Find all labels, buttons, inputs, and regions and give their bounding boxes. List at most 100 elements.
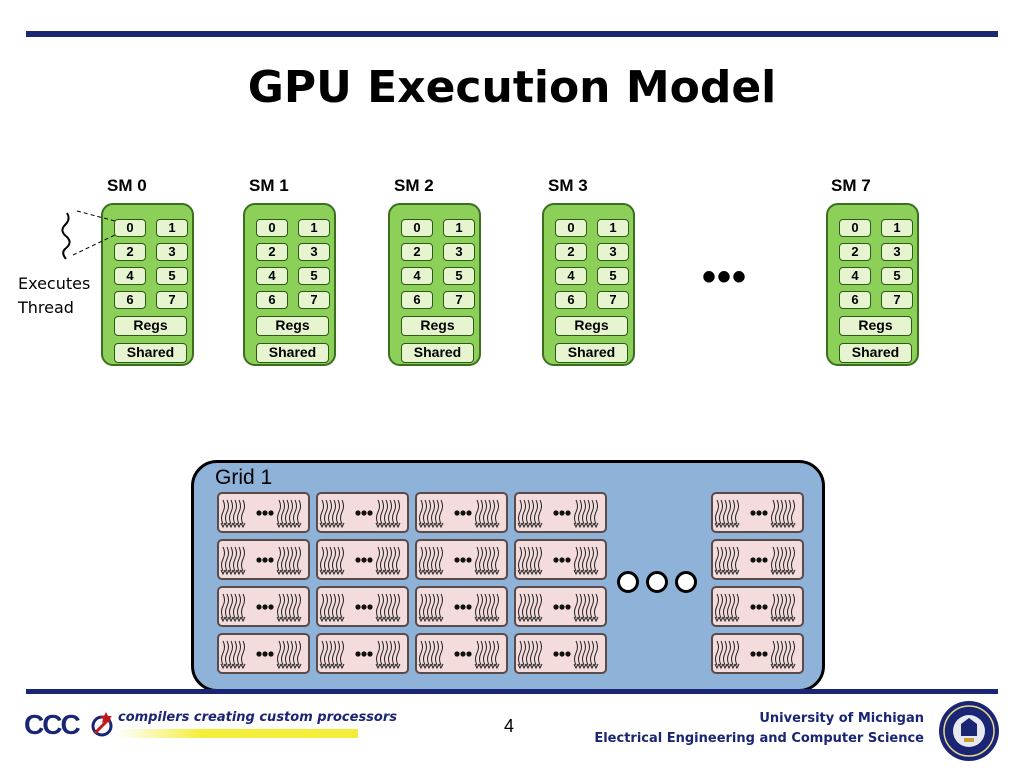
thread-group-icon	[418, 546, 500, 576]
thread-group-icon	[319, 499, 401, 529]
core-2: 2	[839, 243, 871, 261]
thread-block	[217, 492, 310, 533]
grid-ellipsis-dot	[617, 571, 639, 593]
core-1: 1	[298, 219, 330, 237]
thread-block	[514, 633, 607, 674]
core-2: 2	[555, 243, 587, 261]
thread-block	[217, 586, 310, 627]
thread-group-icon	[418, 499, 500, 529]
registers: Regs	[256, 316, 329, 336]
thread-block	[415, 539, 508, 580]
annotation-line-2: Thread	[18, 298, 74, 317]
core-2: 2	[256, 243, 288, 261]
shared-memory: Shared	[555, 343, 628, 363]
core-5: 5	[443, 267, 475, 285]
thread-group-icon	[418, 640, 500, 670]
thread-block	[415, 633, 508, 674]
core-1: 1	[443, 219, 475, 237]
core-6: 6	[401, 291, 433, 309]
footer-highlight	[118, 729, 358, 738]
thread-group-icon	[517, 593, 599, 623]
core-4: 4	[256, 267, 288, 285]
core-2: 2	[114, 243, 146, 261]
thread-block	[217, 633, 310, 674]
thread-group-icon	[319, 593, 401, 623]
svg-text:CCC: CCC	[24, 709, 80, 740]
thread-group-icon	[517, 499, 599, 529]
footer-tagline: compilers creating custom processors	[118, 710, 397, 725]
core-7: 7	[443, 291, 475, 309]
core-2: 2	[401, 243, 433, 261]
core-6: 6	[256, 291, 288, 309]
bottom-rule	[26, 689, 998, 694]
footer-institution: University of Michigan Electrical Engine…	[594, 709, 924, 749]
core-6: 6	[114, 291, 146, 309]
core-4: 4	[401, 267, 433, 285]
shared-memory: Shared	[114, 343, 187, 363]
core-3: 3	[597, 243, 629, 261]
thread-block	[711, 492, 804, 533]
thread-block	[316, 586, 409, 627]
sm-label: SM 1	[249, 176, 289, 195]
thread-group-icon	[714, 499, 796, 529]
institution-line-1: University of Michigan	[759, 711, 924, 726]
core-7: 7	[597, 291, 629, 309]
thread-block	[711, 586, 804, 627]
core-0: 0	[555, 219, 587, 237]
executes-thread-label: Executes Thread	[18, 272, 90, 320]
thread-group-icon	[517, 640, 599, 670]
registers: Regs	[114, 316, 187, 336]
registers: Regs	[839, 316, 912, 336]
core-0: 0	[256, 219, 288, 237]
core-5: 5	[881, 267, 913, 285]
core-7: 7	[881, 291, 913, 309]
core-0: 0	[839, 219, 871, 237]
core-3: 3	[156, 243, 188, 261]
thread-group-icon	[220, 593, 302, 623]
thread-block	[514, 492, 607, 533]
core-4: 4	[555, 267, 587, 285]
sm-label: SM 7	[831, 176, 871, 195]
slide-title: GPU Execution Model	[247, 62, 777, 113]
core-6: 6	[555, 291, 587, 309]
registers: Regs	[555, 316, 628, 336]
sm-ellipsis: •••	[702, 255, 748, 299]
university-seal-icon	[939, 701, 999, 761]
thread-group-icon	[714, 640, 796, 670]
thread-block	[415, 586, 508, 627]
thread-block	[514, 586, 607, 627]
core-0: 0	[114, 219, 146, 237]
core-1: 1	[881, 219, 913, 237]
annotation-line-1: Executes	[18, 274, 91, 293]
sm-label: SM 3	[548, 176, 588, 195]
thread-group-icon	[319, 640, 401, 670]
institution-line-2: Electrical Engineering and Computer Scie…	[594, 731, 924, 746]
core-5: 5	[597, 267, 629, 285]
core-7: 7	[298, 291, 330, 309]
thread-block	[316, 492, 409, 533]
core-5: 5	[156, 267, 188, 285]
thread-group-icon	[220, 640, 302, 670]
grid-label: Grid 1	[215, 466, 273, 489]
sm-label: SM 0	[107, 176, 147, 195]
thread-block	[217, 539, 310, 580]
thread-group-icon	[517, 546, 599, 576]
grid-ellipsis-dot	[675, 571, 697, 593]
thread-squiggle-icon	[61, 210, 116, 260]
core-7: 7	[156, 291, 188, 309]
shared-memory: Shared	[256, 343, 329, 363]
core-1: 1	[597, 219, 629, 237]
top-rule	[26, 31, 998, 37]
shared-memory: Shared	[401, 343, 474, 363]
core-3: 3	[298, 243, 330, 261]
registers: Regs	[401, 316, 474, 336]
thread-group-icon	[714, 546, 796, 576]
grid-ellipsis-dot	[646, 571, 668, 593]
thread-block	[711, 633, 804, 674]
thread-block	[415, 492, 508, 533]
core-5: 5	[298, 267, 330, 285]
